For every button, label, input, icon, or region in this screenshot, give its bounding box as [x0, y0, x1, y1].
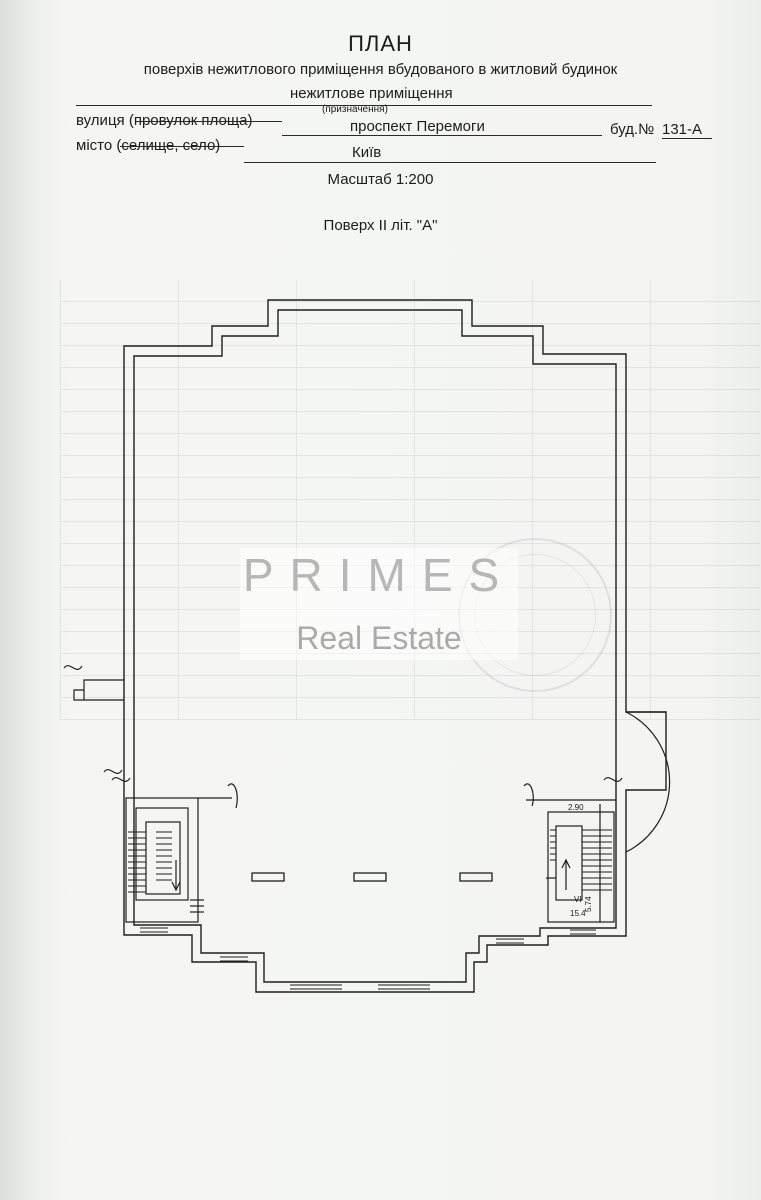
outer-wall	[123, 299, 667, 993]
building-underline	[662, 138, 712, 139]
left-stair-arrow-head	[171, 881, 181, 892]
watermark-panel	[240, 548, 518, 660]
right-stair-well	[555, 825, 583, 901]
left-stair-well	[145, 821, 181, 895]
city-label-strike	[120, 146, 244, 147]
column-1	[251, 872, 285, 882]
purpose-caption: (призначення)	[322, 104, 388, 115]
west-niche	[73, 679, 124, 701]
street-label: вулиця (провулок площа)	[76, 112, 253, 129]
right-stair-core	[547, 811, 615, 923]
left-stair-break	[227, 783, 238, 809]
inner-wall	[133, 309, 617, 983]
windows	[140, 927, 596, 990]
right-stair-break	[523, 783, 534, 807]
city-label: місто (селище, село)	[76, 137, 221, 154]
floor-label: Поверх ІІ літ. "А"	[323, 217, 438, 234]
east-break	[603, 777, 623, 782]
west-niche-break-2	[103, 769, 123, 774]
city-value: Київ	[352, 144, 382, 161]
document-title: ПЛАН	[348, 31, 413, 56]
column-3	[459, 872, 493, 882]
west-niche-break	[63, 665, 83, 670]
column-2	[353, 872, 387, 882]
dimension-side: 5.74	[584, 896, 593, 912]
dimension-top: 2.90	[568, 803, 584, 812]
building-value: 131-А	[662, 121, 703, 138]
room-area: 15.4	[570, 909, 586, 918]
right-stair-treads	[550, 829, 612, 891]
building-label: буд.№	[610, 121, 655, 138]
left-stair-treads	[128, 831, 172, 893]
east-door-arc	[625, 711, 671, 853]
street-underline	[282, 135, 602, 136]
left-stair-core	[125, 797, 199, 923]
document-subtitle: поверхів нежитлового приміщення вбудован…	[143, 61, 618, 78]
watermark-brand: PRIMES	[242, 549, 516, 601]
scale-label: Масштаб 1:200	[327, 171, 434, 188]
purpose-value: нежитлове приміщення	[290, 85, 453, 102]
right-stair-arrow-head	[561, 858, 571, 869]
purpose-underline	[76, 105, 652, 106]
street-label-strike	[136, 121, 282, 122]
street-value: проспект Перемоги	[350, 118, 485, 135]
west-niche-break-3	[111, 777, 131, 782]
watermark-sub: Real Estate	[296, 620, 462, 656]
city-underline	[244, 162, 656, 163]
page-shadow	[0, 0, 40, 1200]
left-stair-inner	[135, 807, 189, 901]
room-number: VI	[574, 895, 582, 904]
